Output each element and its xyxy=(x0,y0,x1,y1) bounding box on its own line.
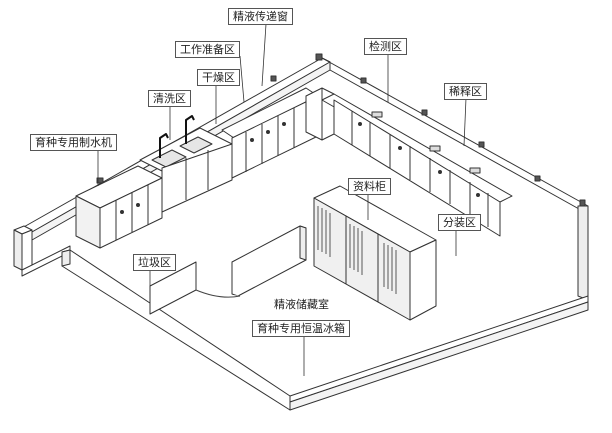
label-breeding-fridge: 育种专用恒温冰箱 xyxy=(252,320,350,337)
label-water-machine: 育种专用制水机 xyxy=(30,134,117,151)
wall-sockets xyxy=(96,53,586,207)
sink-counter xyxy=(139,115,233,213)
label-data-cabinet: 资料柜 xyxy=(348,178,391,195)
leader-lines xyxy=(97,23,467,376)
label-waste-area: 垃圾区 xyxy=(133,254,176,271)
work-prep-counter xyxy=(221,87,319,179)
right-counter xyxy=(321,93,513,237)
label-cleaning-area: 清洗区 xyxy=(148,90,191,107)
label-packing-area: 分装区 xyxy=(438,214,481,231)
data-cabinet xyxy=(313,185,437,321)
label-dilution-area: 稀释区 xyxy=(444,83,487,100)
label-pass-window: 精液传递窗 xyxy=(228,8,293,25)
storage-room-walls xyxy=(149,225,307,315)
label-work-prep-area: 工作准备区 xyxy=(175,41,240,58)
water-machine-counter xyxy=(75,165,163,249)
label-semen-storage-room: 精液储藏室 xyxy=(272,298,331,312)
label-inspection-area: 检测区 xyxy=(364,38,407,55)
label-drying-area: 干燥区 xyxy=(197,69,240,86)
